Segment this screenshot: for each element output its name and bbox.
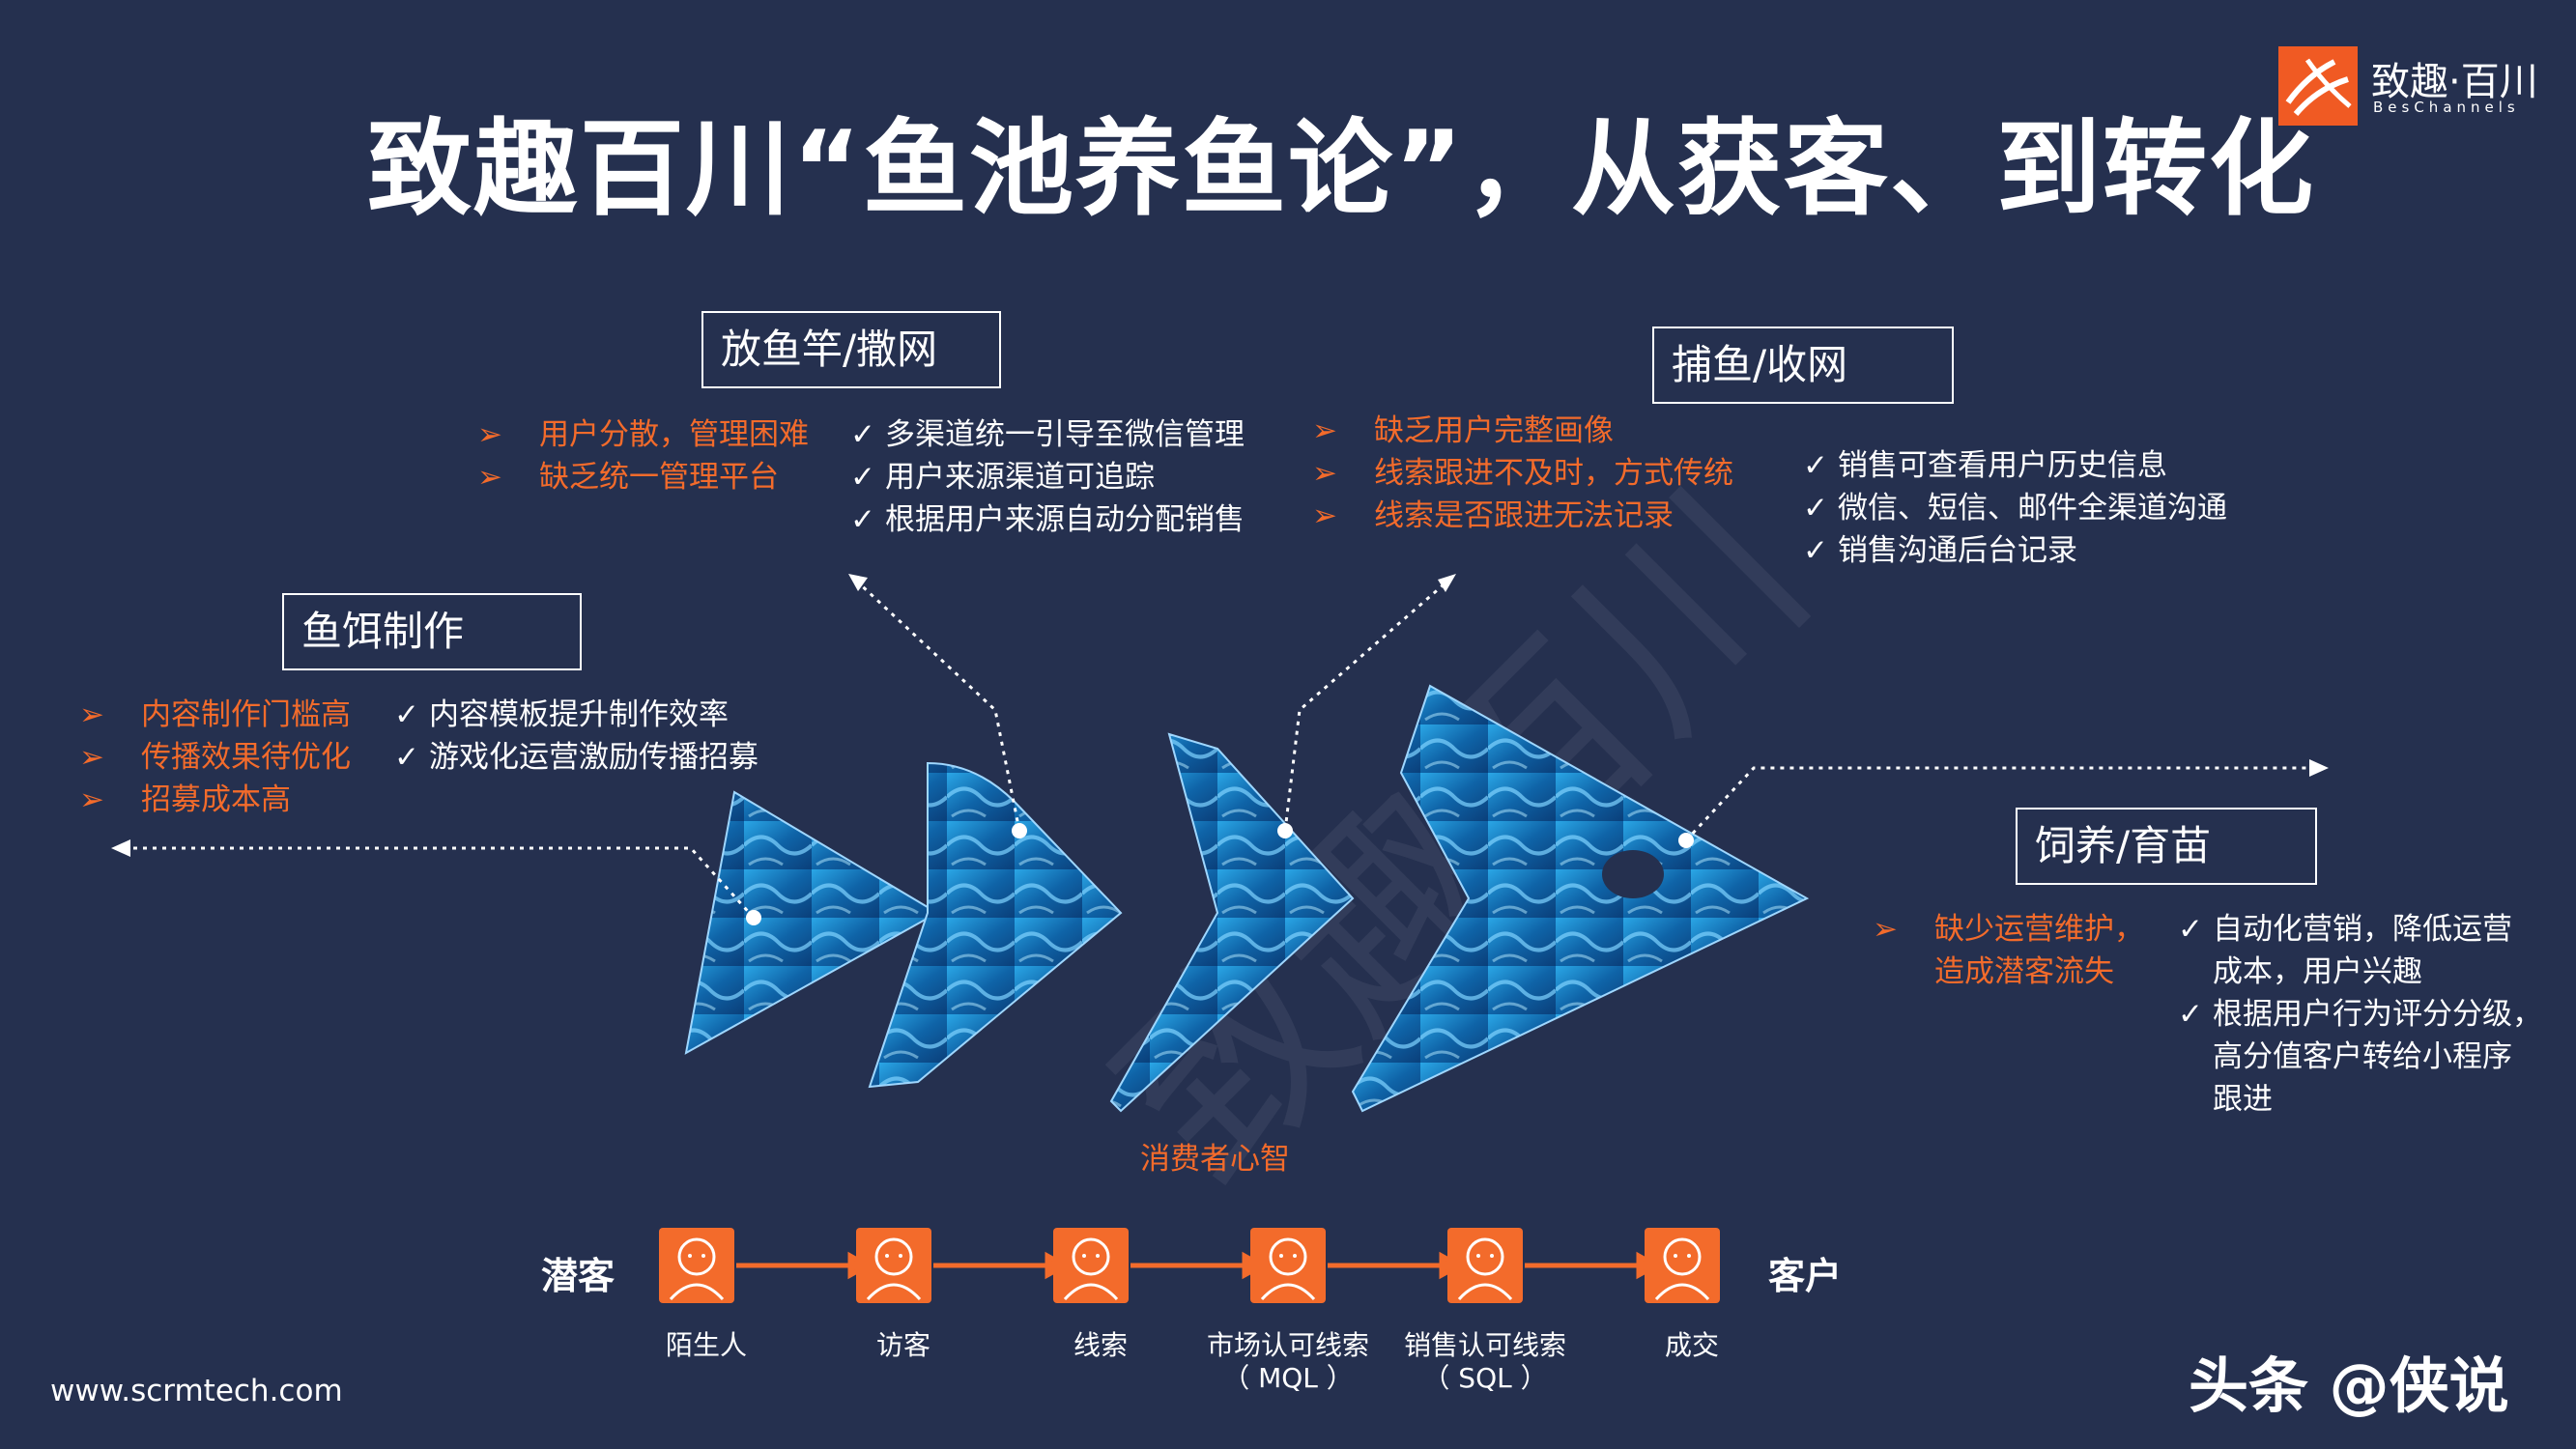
list-item: ➢线索是否跟进无法记录 <box>1312 495 1733 537</box>
arrowhead-right <box>2309 759 2329 777</box>
person-icon <box>1645 1228 1720 1303</box>
pain-list-feed: ➢缺少运营维护， 造成潜客流失 <box>1873 908 2144 993</box>
check-icon: ✓ <box>1803 529 1838 572</box>
dot-3 <box>1277 823 1293 838</box>
list-item: ➢线索跟进不及时，方式传统 <box>1312 452 1733 495</box>
list-item: ✓自动化营销，降低运营 <box>2178 908 2542 951</box>
check-icon: ✓ <box>2178 993 2213 1036</box>
connector-bait <box>126 848 754 918</box>
check-icon: ✓ <box>1803 487 1838 529</box>
check-icon: ✓ <box>850 498 885 541</box>
funnel-step-label: 销售认可线索（ SQL ） <box>1379 1329 1591 1395</box>
list-item: ➢缺少运营维护， <box>1873 908 2144 951</box>
funnel-step-label: 陌生人 <box>600 1329 813 1362</box>
website-url: www.scrmtech.com <box>50 1374 343 1408</box>
solution-list-catch: ✓销售可查看用户历史信息 ✓微信、短信、邮件全渠道沟通 ✓销售沟通后台记录 <box>1803 444 2227 572</box>
list-item: ✓根据用户行为评分分级， <box>2178 993 2542 1036</box>
list-item: ➢用户分散，管理困难 <box>477 413 809 456</box>
list-item: ✓根据用户来源自动分配销售 <box>850 498 1245 541</box>
stage-label-feed: 饲养/育苗 <box>2016 808 2317 885</box>
list-item: 成本，用户兴趣 <box>2178 951 2542 993</box>
stage-label-bait: 鱼饵制作 <box>282 593 582 670</box>
list-item: ➢缺乏用户完整画像 <box>1312 410 1733 452</box>
arrow-bullet-icon: ➢ <box>1312 452 1374 495</box>
list-item: ✓游戏化运营激励传播招募 <box>394 736 758 779</box>
list-item: ✓用户来源渠道可追踪 <box>850 456 1245 498</box>
list-item: ✓多渠道统一引导至微信管理 <box>850 413 1245 456</box>
check-icon: ✓ <box>1803 444 1838 487</box>
arrow-bullet-icon: ➢ <box>477 413 539 456</box>
pain-list-catch: ➢缺乏用户完整画像 ➢线索跟进不及时，方式传统 ➢线索是否跟进无法记录 <box>1312 410 1733 537</box>
arrow-bullet-icon: ➢ <box>1312 410 1374 452</box>
stage-label-cast: 放鱼竿/撒网 <box>701 311 1001 388</box>
list-item: ➢招募成本高 <box>79 779 351 821</box>
dot-4 <box>1678 833 1694 848</box>
check-icon: ✓ <box>394 694 429 736</box>
stage-label-catch: 捕鱼/收网 <box>1652 327 1954 404</box>
person-icon <box>1447 1228 1523 1303</box>
funnel-step-label: 线索 <box>994 1329 1207 1362</box>
list-item: 高分值客户转给小程序 <box>2178 1036 2542 1078</box>
list-item: 造成潜客流失 <box>1873 951 2144 993</box>
dot-1 <box>746 910 761 925</box>
arrowhead-up-right <box>1438 574 1456 592</box>
person-icon <box>1250 1228 1326 1303</box>
arrow-bullet-icon: ➢ <box>1312 495 1374 537</box>
funnel-step-label: 成交 <box>1586 1329 1798 1362</box>
solution-list-bait: ✓内容模板提升制作效率 ✓游戏化运营激励传播招募 <box>394 694 758 779</box>
solution-list-cast: ✓多渠道统一引导至微信管理 ✓用户来源渠道可追踪 ✓根据用户来源自动分配销售 <box>850 413 1245 541</box>
list-item: ✓微信、短信、邮件全渠道沟通 <box>1803 487 2227 529</box>
arrow-bullet-icon: ➢ <box>79 779 141 821</box>
person-icon <box>659 1228 734 1303</box>
arrow-bullet-icon: ➢ <box>79 694 141 736</box>
person-icon <box>1053 1228 1129 1303</box>
arrow-bullet-icon: ➢ <box>79 736 141 779</box>
check-icon: ✓ <box>850 413 885 456</box>
arrowhead-left <box>111 839 130 857</box>
funnel-start-label: 潜客 <box>541 1246 615 1299</box>
list-item: 跟进 <box>2178 1078 2542 1121</box>
pain-list-bait: ➢内容制作门槛高 ➢传播效果待优化 ➢招募成本高 <box>79 694 351 821</box>
pain-list-cast: ➢用户分散，管理困难 ➢缺乏统一管理平台 <box>477 413 809 498</box>
arrow-bullet-icon: ➢ <box>477 456 539 498</box>
funnel-step-label: 市场认可线索（ MQL ） <box>1182 1329 1394 1395</box>
funnel-end-label: 客户 <box>1768 1246 1842 1299</box>
list-item: ➢传播效果待优化 <box>79 736 351 779</box>
check-icon: ✓ <box>2178 908 2213 951</box>
list-item: ✓销售可查看用户历史信息 <box>1803 444 2227 487</box>
list-item: ➢缺乏统一管理平台 <box>477 456 809 498</box>
list-item: ➢内容制作门槛高 <box>79 694 351 736</box>
fish-eye <box>1602 850 1664 898</box>
solution-list-feed: ✓自动化营销，降低运营 成本，用户兴趣 ✓根据用户行为评分分级， 高分值客户转给… <box>2178 908 2542 1121</box>
center-label: 消费者心智 <box>1140 1134 1290 1178</box>
list-item: ✓销售沟通后台记录 <box>1803 529 2227 572</box>
person-icon <box>856 1228 931 1303</box>
arrow-bullet-icon: ➢ <box>1873 908 1934 951</box>
check-icon: ✓ <box>850 456 885 498</box>
list-item: ✓内容模板提升制作效率 <box>394 694 758 736</box>
dot-2 <box>1012 823 1027 838</box>
check-icon: ✓ <box>394 736 429 779</box>
source-credit: 头条 @侠说 <box>2189 1337 2509 1424</box>
funnel-step-label: 访客 <box>797 1329 1010 1362</box>
